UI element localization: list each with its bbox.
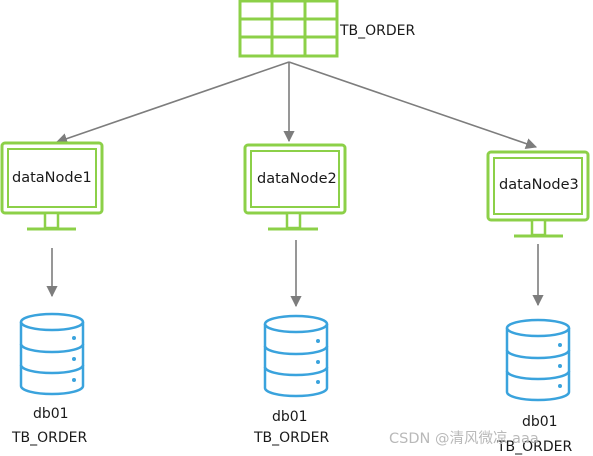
node-label: dataNode3 xyxy=(499,177,579,193)
node-label: dataNode1 xyxy=(12,170,92,186)
db-name: db01 xyxy=(272,409,308,425)
table-to-node-arrows xyxy=(55,61,538,150)
datanode-1: dataNode1 db01 TB_ORDER xyxy=(0,141,104,446)
datanode-3: dataNode3 db01 TB_ORDER xyxy=(486,150,590,455)
db-name: db01 xyxy=(522,414,558,430)
database-icon xyxy=(19,312,85,396)
monitor-icon xyxy=(0,141,104,231)
node-label: dataNode2 xyxy=(257,171,337,187)
db-name: db01 xyxy=(33,406,69,422)
database-icon xyxy=(505,318,571,402)
arrow-to-node1 xyxy=(55,61,290,145)
datanode-2: dataNode2 db01 TB_ORDER xyxy=(243,143,347,446)
database-icon xyxy=(263,314,329,398)
table-label: TB_ORDER xyxy=(339,23,416,39)
db-table-name: TB_ORDER xyxy=(11,430,88,446)
db-table-name: TB_ORDER xyxy=(496,439,573,455)
watermark: CSDN @清风微凉 aaa xyxy=(389,430,539,447)
db-table-name: TB_ORDER xyxy=(253,430,330,446)
monitor-icon xyxy=(486,150,590,238)
arrow-to-node3 xyxy=(288,61,538,150)
table-grid-icon xyxy=(238,0,339,58)
monitor-icon xyxy=(243,143,347,231)
